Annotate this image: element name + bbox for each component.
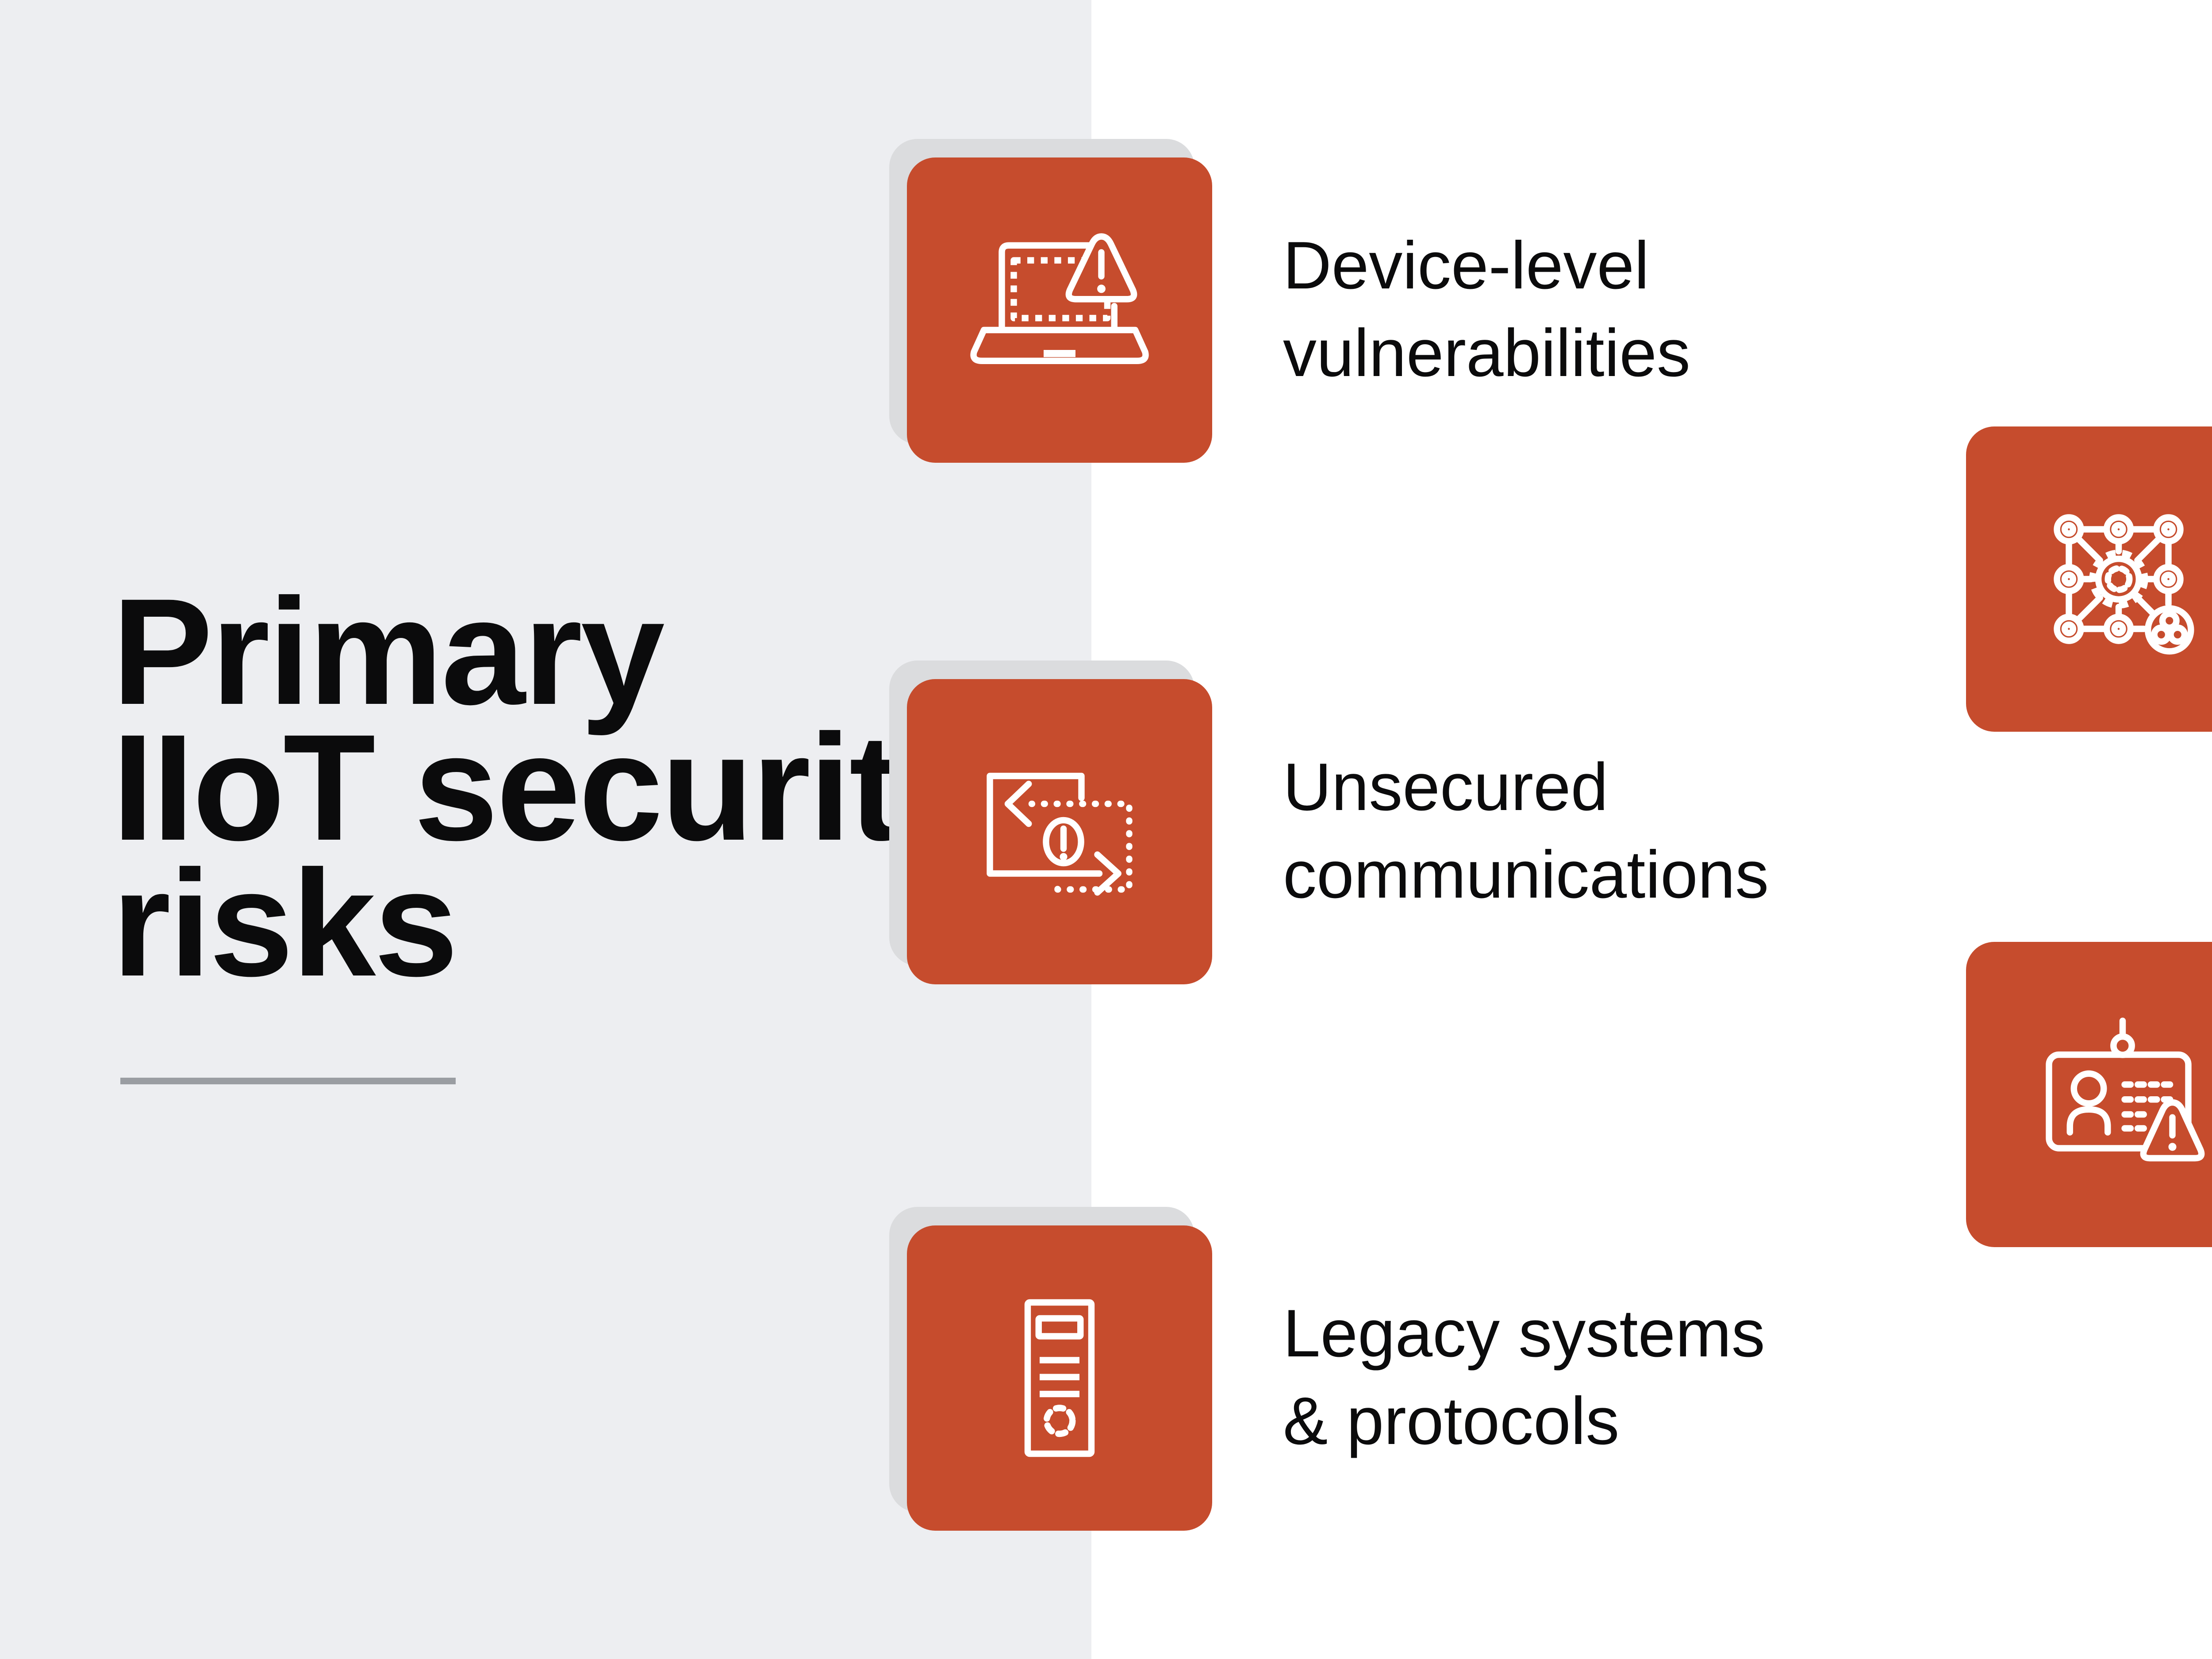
risk-tile-device-level-vulnerabilities [907,157,1212,463]
server-tower-icon [1024,1299,1095,1457]
network-malware-icon [2054,514,2194,655]
title-underline [120,1078,456,1084]
id-badge-warning-icon [2046,1018,2205,1162]
risk-label-line: Unsecured [1283,749,1609,825]
risk-label-line: communications [1283,837,1769,912]
data-transfer-warning-icon [987,772,1133,896]
risk-label: Legacy systems & protocols [1283,1290,1765,1465]
risk-tile-unsecured-communications [907,679,1212,984]
risk-label-line: Device-level [1283,228,1649,303]
page-title-line-2: IIoT security [112,703,982,872]
risk-tile-weak-or-absent-authentication [1966,942,2212,1247]
page-title-line-1: Primary [112,567,665,736]
risk-tile-lack-of-segmentation [1966,426,2212,732]
page-title: Primary IIoT security risks [112,567,982,1008]
risk-label-line: & protocols [1283,1383,1620,1459]
risk-tile-legacy-systems-protocols [907,1225,1212,1531]
laptop-warning-icon [970,233,1149,364]
page-title-line-3: risks [112,839,458,1008]
risk-label: Device-level vulnerabilities [1283,222,1690,397]
risk-label: Unsecured communications [1283,743,1769,918]
risk-label-line: Legacy systems [1283,1296,1765,1371]
risk-label-line: vulnerabilities [1283,315,1690,391]
